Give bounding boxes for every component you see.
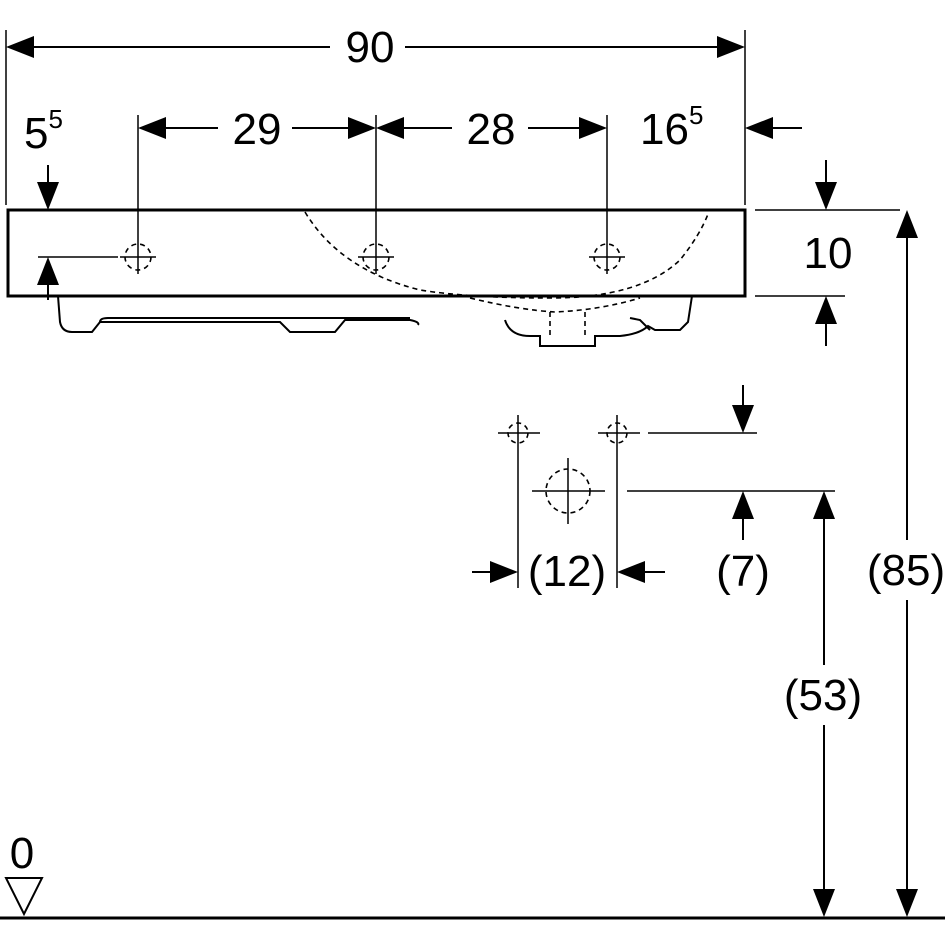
basin-outline <box>6 208 747 347</box>
rim-height-dimension: (85) <box>867 210 945 917</box>
floor-reference-label: 0 <box>10 829 34 878</box>
supply-connection-left <box>498 415 540 455</box>
floor-reference: 0 <box>0 829 945 920</box>
left-offset-label: 55 <box>24 104 63 158</box>
tap-hole-center <box>358 240 394 274</box>
tap-hole-left <box>120 240 156 274</box>
drain-height-dimension: (53) <box>784 491 862 917</box>
connection-spacing-label: (12) <box>528 547 606 596</box>
hole-spacing-1-label: 29 <box>233 105 282 154</box>
connection-spacing-dimension: (12) <box>472 455 665 596</box>
rim-thickness-label: 10 <box>804 229 853 278</box>
overall-width-label: 90 <box>346 23 395 72</box>
connection-offset-dimension: (7) <box>627 385 835 596</box>
rim-thickness-dimension: 10 <box>755 160 900 346</box>
hole-spacing-2-label: 28 <box>467 105 516 154</box>
right-offset-label: 165 <box>640 100 703 154</box>
supply-connection-right <box>598 415 640 455</box>
rim-height-label: (85) <box>867 546 945 595</box>
drain-height-label: (53) <box>784 671 862 720</box>
hole-spacing-dimensions: 29 28 165 55 <box>24 100 802 300</box>
tap-hole-right <box>589 240 625 274</box>
overall-width-dimension: 90 <box>5 23 746 205</box>
drain-connection <box>532 458 605 524</box>
connection-offset-label: (7) <box>716 547 770 596</box>
